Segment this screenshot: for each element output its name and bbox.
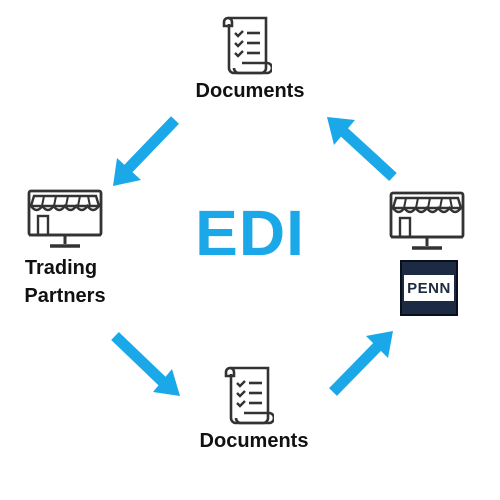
bottom-documents-label: Documents (199, 430, 309, 452)
arrow-trading-partners-to-documents (111, 332, 180, 396)
edi-title: EDI (195, 197, 305, 269)
document-checklist-icon (224, 366, 274, 425)
arrow-penn-to-documents (327, 117, 397, 182)
storefront-monitor-icon (27, 189, 103, 248)
storefront-monitor-icon (389, 191, 465, 250)
penn-logo-plate: PENN (404, 275, 454, 301)
penn-logo-text: PENN (407, 279, 451, 297)
arrow-documents-to-trading-partners (113, 116, 179, 186)
trading-partners-label-line1: Trading (24, 257, 98, 279)
penn-logo: PENN (400, 260, 458, 316)
top-documents-label: Documents (195, 80, 305, 102)
document-checklist-icon (222, 16, 272, 75)
arrow-documents-to-penn (329, 331, 393, 396)
trading-partners-label-line2: Partners (24, 285, 106, 307)
